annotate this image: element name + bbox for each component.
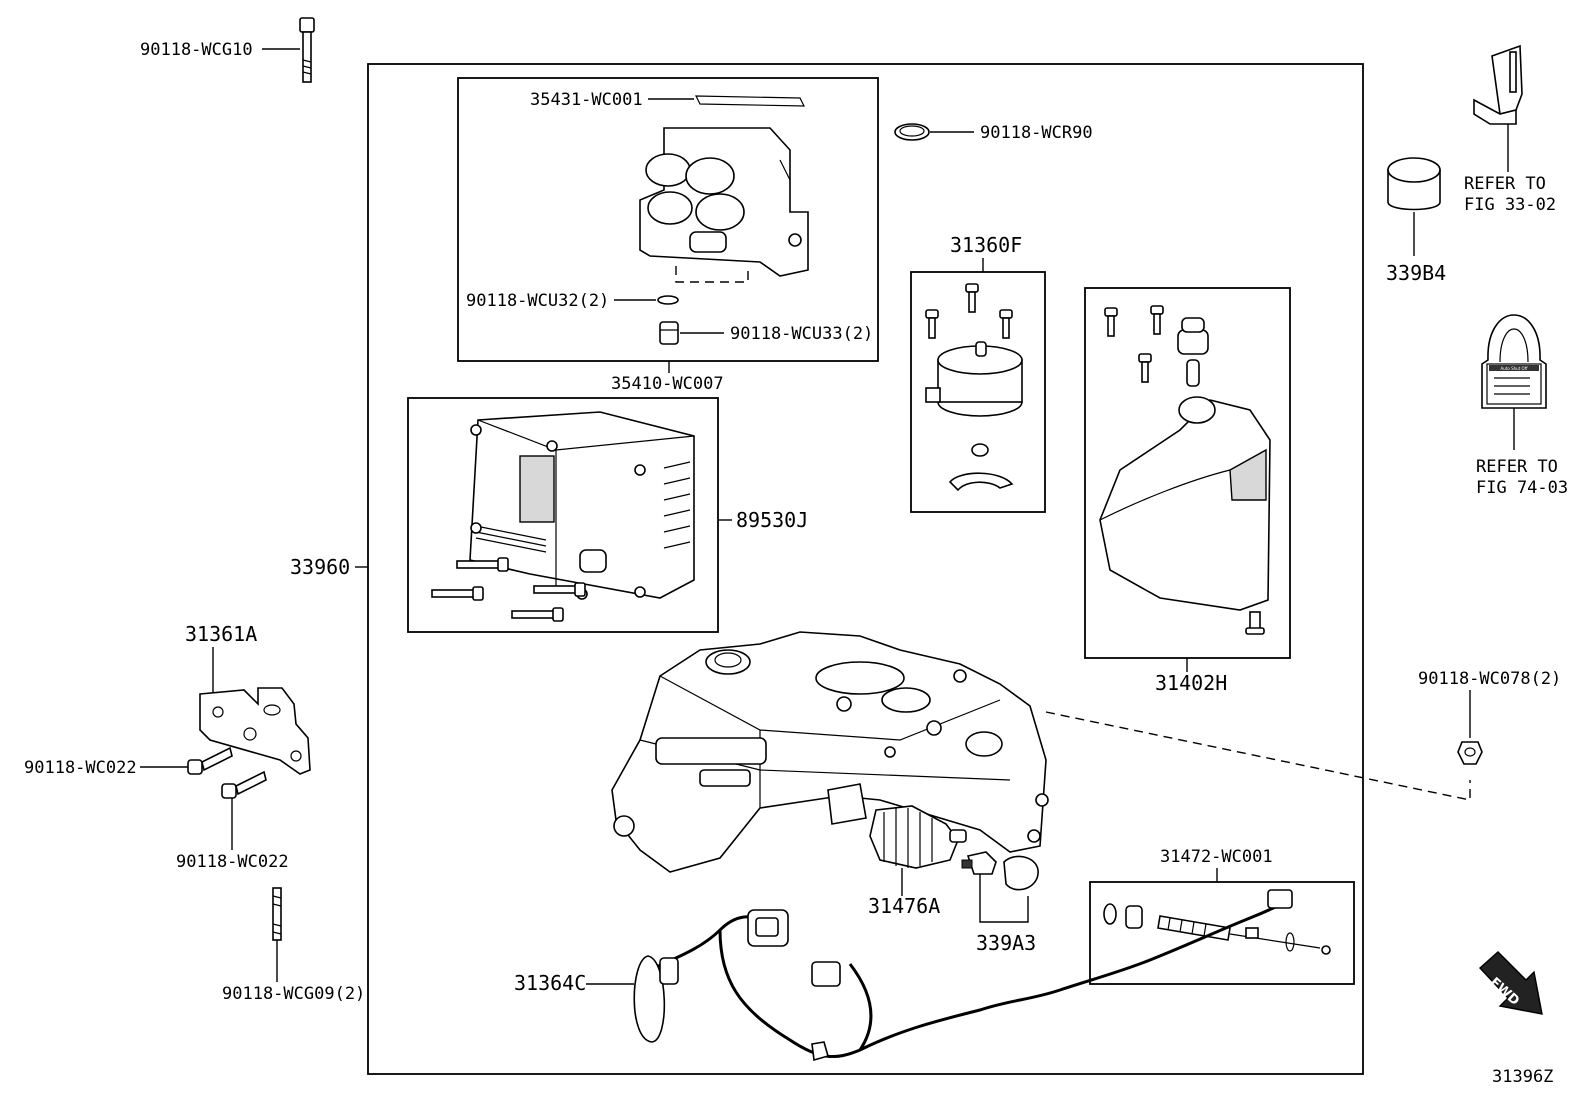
reservoir-label: 31402H bbox=[1155, 671, 1227, 695]
assembly-frame bbox=[367, 63, 1364, 1075]
ecu-icon bbox=[469, 411, 695, 600]
boot-label: 31476A bbox=[868, 894, 940, 918]
bracket-icon bbox=[199, 687, 311, 775]
bolt-wc022-b-label: 90118-WC022 bbox=[176, 852, 289, 872]
nut-label: 90118-WC078(2) bbox=[1418, 669, 1561, 689]
motor-kit-label: 31360F bbox=[950, 233, 1022, 257]
ecu-bolts-icon bbox=[431, 557, 586, 622]
stud-label: 90118-WCG09(2) bbox=[222, 984, 365, 1004]
ref1-line1: REFER TO bbox=[1464, 174, 1546, 194]
sensor-icon bbox=[1103, 903, 1331, 955]
gasket-label: 35431-WC001 bbox=[530, 90, 643, 110]
bolt-wc022-a-label: 90118-WC022 bbox=[24, 758, 137, 778]
fwd-arrow-icon: FWD bbox=[1478, 951, 1543, 1015]
harness-icon bbox=[633, 889, 1293, 1062]
bolt-wc022-b-icon bbox=[221, 770, 267, 799]
tag-label: Auto Shut Off bbox=[1501, 366, 1528, 371]
washer-wcu32-icon bbox=[657, 295, 679, 305]
ref-tag-icon: Auto Shut Off bbox=[1481, 314, 1547, 409]
nut-icon bbox=[1457, 741, 1483, 765]
valve-block-icon bbox=[639, 127, 809, 277]
motor-kit-box bbox=[910, 271, 1046, 513]
pump-housing-icon bbox=[611, 631, 1049, 873]
ecu-label: 89530J bbox=[736, 508, 808, 532]
valve-body-box bbox=[457, 77, 879, 362]
connector-label: 339A3 bbox=[976, 931, 1036, 955]
motor-icon bbox=[925, 283, 1023, 492]
ref-bracket-icon bbox=[1473, 44, 1523, 125]
nozzle-wcu33-label: 90118-WCU33(2) bbox=[730, 324, 873, 344]
harness-label: 31364C bbox=[514, 971, 586, 995]
boot-icon bbox=[869, 805, 967, 869]
ref2-line1: REFER TO bbox=[1476, 457, 1558, 477]
nut-dashed-guide bbox=[1045, 711, 1471, 801]
bolt-wcg10-label: 90118-WCG10 bbox=[140, 40, 253, 60]
bracket-label: 31361A bbox=[185, 622, 257, 646]
stud-icon bbox=[272, 887, 282, 941]
cap-icon bbox=[1387, 157, 1441, 211]
cap-label: 339B4 bbox=[1386, 261, 1446, 285]
diagram-id: 31396Z bbox=[1492, 1067, 1553, 1087]
bolt-wc022-a-icon bbox=[187, 746, 233, 775]
valve-body-label: 35410-WC007 bbox=[611, 374, 724, 394]
ring-label: 90118-WCR90 bbox=[980, 123, 1093, 143]
bolt-wcg10-icon bbox=[299, 17, 315, 83]
sensor-kit-label: 31472-WC001 bbox=[1160, 847, 1273, 867]
assembly-label: 33960 bbox=[290, 555, 350, 579]
nozzle-wcu33-icon bbox=[659, 321, 679, 345]
valve-dashed-guide bbox=[675, 266, 749, 283]
ref2-line2: FIG 74-03 bbox=[1476, 478, 1568, 498]
connector-leader bbox=[979, 874, 1029, 923]
gasket-icon bbox=[695, 95, 805, 107]
sensor-kit-box bbox=[1089, 881, 1355, 985]
washer-wcu32-label: 90118-WCU32(2) bbox=[466, 291, 609, 311]
ref1-line2: FIG 33-02 bbox=[1464, 195, 1556, 215]
ecu-box bbox=[407, 397, 719, 633]
connector-icon bbox=[961, 851, 1039, 891]
reservoir-icon bbox=[1099, 305, 1271, 635]
